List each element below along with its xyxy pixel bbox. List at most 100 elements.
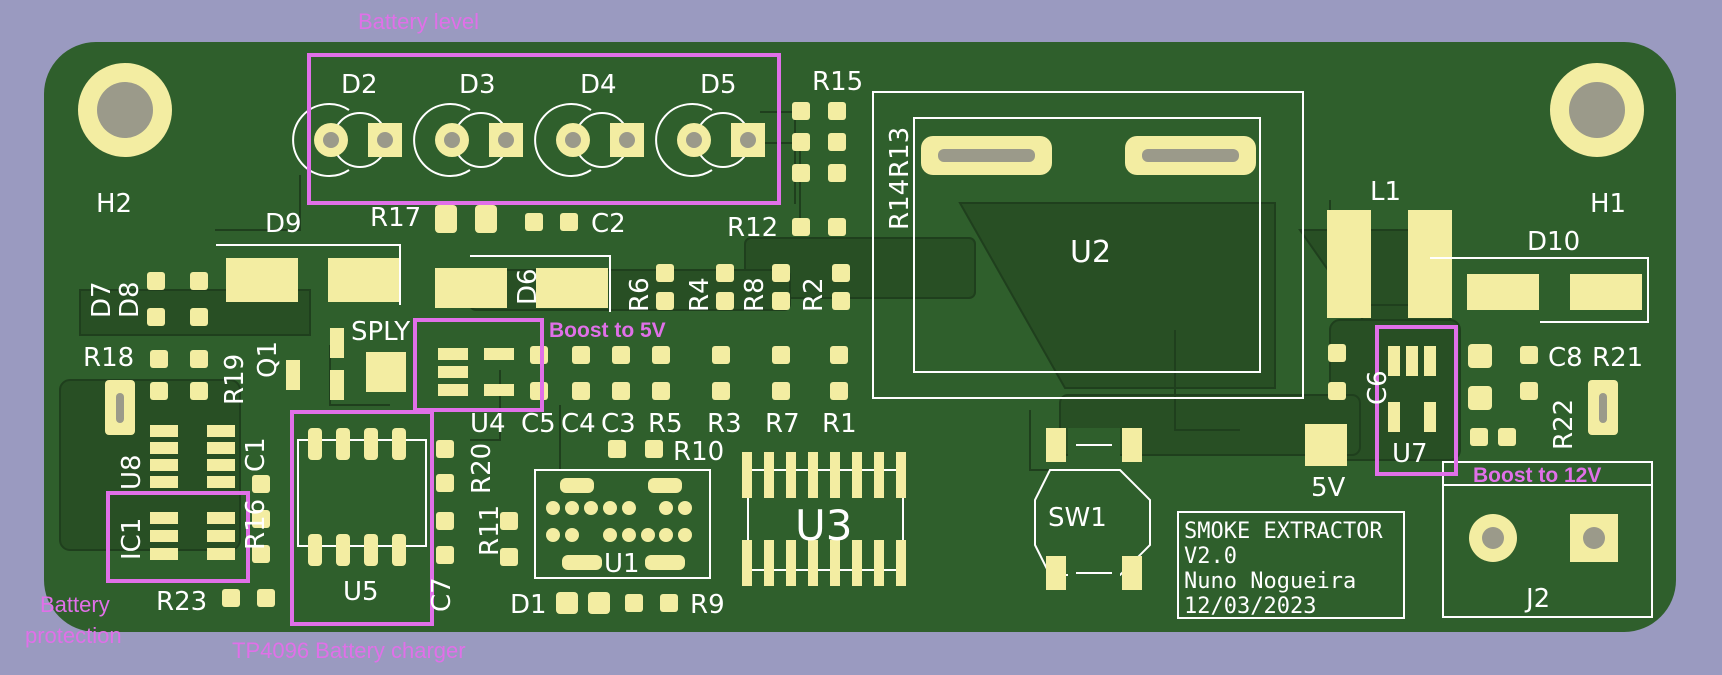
resistor-column-right-of-leds <box>792 102 846 236</box>
label-sw1: SW1 <box>1048 503 1107 533</box>
resistor-row-upper <box>656 264 850 310</box>
annotation-battery-protection-line2: protection <box>25 623 122 648</box>
bat-terminal-left <box>105 380 135 435</box>
label-r21: R21 <box>1592 343 1643 373</box>
d1-r9-pads <box>556 592 678 614</box>
led-d2 <box>292 103 402 177</box>
label-u4: U4 <box>470 409 506 439</box>
r23-pads <box>222 589 275 607</box>
label-r12: R12 <box>727 213 778 243</box>
u4-ic <box>438 348 514 396</box>
annotation-battery-charger: TP4096 Battery charger <box>232 638 466 663</box>
label-5v: 5V <box>1311 473 1346 503</box>
label-d1: D1 <box>510 590 547 620</box>
c8-r21-r22-pads <box>1468 344 1538 446</box>
label-u7: U7 <box>1392 439 1428 469</box>
label-r23: R23 <box>156 587 207 617</box>
mounting-hole-h1 <box>1550 63 1644 157</box>
label-r19: R19 <box>220 354 250 405</box>
label-u5: U5 <box>343 577 379 607</box>
label-c7: C7 <box>427 577 457 612</box>
label-r2: R2 <box>799 277 829 312</box>
label-r20: R20 <box>467 443 497 494</box>
label-j2: J2 <box>1524 584 1550 614</box>
diode-d9 <box>216 244 401 305</box>
r17-c2-pads <box>435 205 578 233</box>
label-c4: C4 <box>561 409 596 439</box>
annotation-boost-5v: Boost to 5V <box>549 319 666 342</box>
label-d9: D9 <box>265 209 302 239</box>
label-r3: R3 <box>707 409 742 439</box>
c6-pads <box>1328 344 1346 400</box>
label-c3: C3 <box>601 409 636 439</box>
r18-r19-pads <box>150 350 208 400</box>
d7-d8-pads <box>147 272 208 326</box>
annotation-frames <box>106 53 1458 626</box>
title-block-line-2: V2.0 <box>1184 544 1237 569</box>
u8-ic <box>150 425 235 488</box>
label-d2: D2 <box>341 70 378 100</box>
label-r18: R18 <box>83 343 134 373</box>
label-r13: R13 <box>885 127 915 178</box>
label-r1: R1 <box>822 409 857 439</box>
label-d7: D7 <box>87 281 117 318</box>
annotation-battery-level: Battery level <box>358 9 479 34</box>
label-r10: R10 <box>673 437 724 467</box>
u7-ic <box>1388 346 1436 432</box>
r10-pads <box>608 440 663 458</box>
title-block-line-1: SMOKE EXTRACTOR <box>1184 519 1383 544</box>
u2-module <box>872 91 1304 399</box>
inductor-l1 <box>1327 210 1452 318</box>
transistor-q1 <box>286 328 344 400</box>
label-d8: D8 <box>115 281 145 318</box>
label-q1: Q1 <box>253 341 283 378</box>
label-h1: H1 <box>1590 189 1626 219</box>
led-d5 <box>655 103 765 177</box>
5v-test-pad <box>1305 424 1347 466</box>
diode-d10 <box>1430 257 1649 323</box>
label-r11: R11 <box>475 505 505 556</box>
label-r8: R8 <box>740 277 770 312</box>
led-d3 <box>413 103 523 177</box>
r20-c7-pads <box>436 440 454 564</box>
title-block-line-4: 12/03/2023 <box>1184 594 1316 619</box>
ic1-ic <box>150 512 235 560</box>
title-block-frame <box>1177 511 1405 619</box>
r11-pads <box>500 512 518 566</box>
label-d5: D5 <box>700 70 737 100</box>
label-d6: D6 <box>513 268 543 305</box>
label-r5: R5 <box>648 409 683 439</box>
label-c6: C6 <box>1363 370 1393 405</box>
label-r17: R17 <box>370 203 421 233</box>
led-d4 <box>534 103 644 177</box>
label-u3: U3 <box>795 501 852 550</box>
label-sply: SPLY <box>351 317 410 347</box>
label-c5: C5 <box>521 409 556 439</box>
sply-test-pad <box>366 352 406 392</box>
connector-j2 <box>1442 461 1653 618</box>
label-r16: R16 <box>241 499 271 550</box>
switch-sw1 <box>1034 428 1151 590</box>
u1-module <box>534 469 711 579</box>
mounting-hole-h2 <box>78 63 172 157</box>
label-u2: U2 <box>1070 235 1111 270</box>
label-d3: D3 <box>459 70 496 100</box>
title-block-line-3: Nuno Nogueira <box>1184 569 1356 594</box>
u5-charger-ic <box>297 428 427 566</box>
label-c2: C2 <box>591 209 626 239</box>
label-l1: L1 <box>1370 177 1401 207</box>
silkscreen-labels: D2 D3 D4 D5 R15 R13 R14 R12 R17 C2 D9 D6… <box>83 67 1643 620</box>
u3-ic <box>742 452 906 586</box>
label-d4: D4 <box>580 70 617 100</box>
annotation-boost-12v: Boost to 12V <box>1473 464 1601 487</box>
label-c8: C8 <box>1548 343 1583 373</box>
diode-d6 <box>435 255 611 312</box>
label-ic1: IC1 <box>117 518 147 560</box>
label-u8: U8 <box>117 454 147 490</box>
annotation-battery-protection-line1: Battery <box>40 592 110 617</box>
label-r22: R22 <box>1549 399 1579 450</box>
label-u1: U1 <box>604 549 640 579</box>
label-r9: R9 <box>690 590 725 620</box>
